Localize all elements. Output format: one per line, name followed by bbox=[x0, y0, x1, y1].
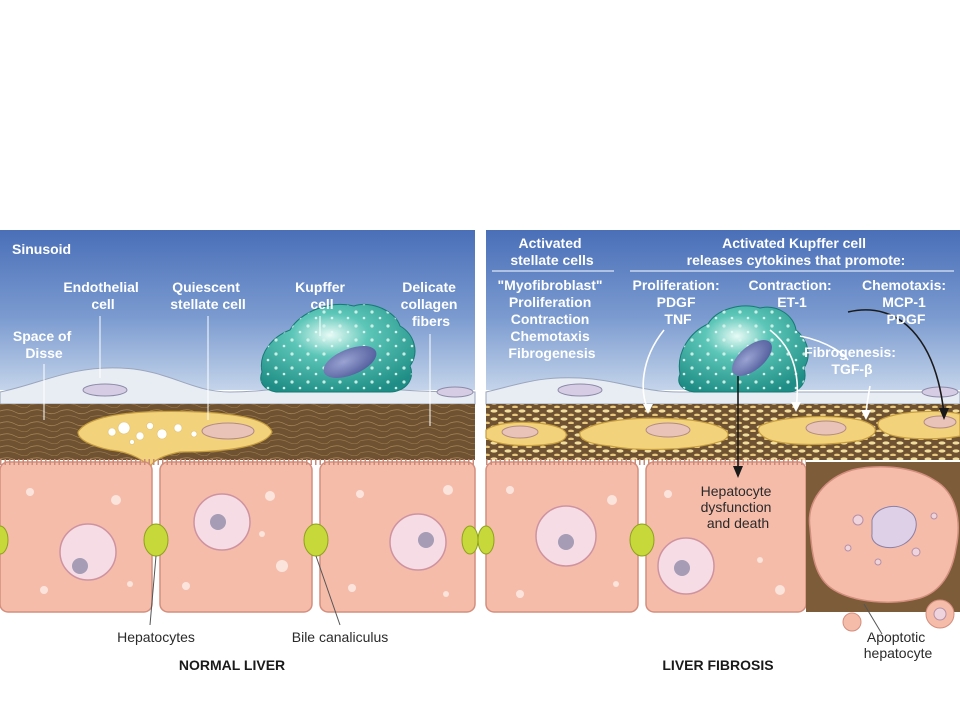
kupffer-nucleus bbox=[323, 346, 377, 378]
cytoplasm-granules bbox=[506, 486, 785, 598]
arrow-heads bbox=[643, 402, 949, 478]
label-hepatocyte-dysfunction: Hepatocyte dysfunction and death bbox=[701, 483, 776, 531]
leader-line bbox=[863, 603, 883, 635]
label-apoptotic-hepatocyte: Apoptotic hepatocyte bbox=[864, 629, 933, 661]
cytoplasm-granules bbox=[26, 485, 453, 597]
label-hepatocytes: Hepatocytes bbox=[117, 629, 195, 645]
kupffer-cell-texture bbox=[678, 305, 809, 392]
label-bile-canaliculus: Bile canaliculus bbox=[292, 629, 389, 645]
endothelial-lining bbox=[485, 377, 960, 405]
label-delicate-collagen: Delicate collagen fibers bbox=[401, 279, 462, 329]
normal-liver-panel: Sinusoid Endothelial cell Quiescent stel… bbox=[0, 230, 479, 673]
hepatocytes-row bbox=[0, 459, 479, 613]
label-chemotaxis: Chemotaxis: MCP-1 PDGF bbox=[862, 277, 950, 327]
nucleolus bbox=[72, 558, 88, 574]
hepatocyte-nucleus bbox=[389, 513, 447, 571]
hepatocyte-nucleus bbox=[59, 523, 117, 581]
label-contraction: Contraction: ET-1 bbox=[748, 277, 835, 310]
caption-normal-liver: NORMAL LIVER bbox=[179, 657, 285, 673]
quiescent-stellate-cell bbox=[77, 410, 273, 471]
label-sinusoid: Sinusoid bbox=[12, 241, 71, 257]
bile-canaliculus bbox=[477, 523, 655, 557]
kupffer-nucleus bbox=[732, 340, 772, 376]
kupffer-cell-texture bbox=[260, 304, 415, 392]
label-space-of-disse: Space of Disse bbox=[13, 328, 75, 361]
label-kupffer-cell: Kupffer cell bbox=[295, 279, 349, 312]
label-myofibroblast-list: "Myofibroblast" Proliferation Contractio… bbox=[498, 277, 607, 361]
endothelial-nucleus bbox=[82, 383, 128, 397]
endothelial-nucleus bbox=[557, 383, 603, 397]
bile-canaliculus bbox=[0, 523, 479, 557]
stellate-nucleus bbox=[201, 422, 255, 440]
label-fibrogenesis: Fibrogenesis: TGF-β bbox=[804, 344, 900, 377]
nucleolus bbox=[674, 560, 690, 576]
liver-fibrosis-panel: Activated stellate cells Activated Kupff… bbox=[477, 230, 960, 673]
label-endothelial-cell: Endothelial cell bbox=[63, 279, 142, 312]
apoptotic-bodies bbox=[842, 512, 955, 632]
endothelial-nucleus bbox=[436, 386, 474, 398]
caption-liver-fibrosis: LIVER FIBROSIS bbox=[662, 657, 773, 673]
nucleolus bbox=[210, 514, 226, 530]
lipid-droplets bbox=[107, 421, 198, 445]
label-quiescent-stellate: Quiescent stellate cell bbox=[170, 279, 246, 312]
label-proliferation: Proliferation: PDGF TNF bbox=[632, 277, 723, 327]
label-activated-kupffer: Activated Kupffer cell releases cytokine… bbox=[687, 235, 906, 268]
hepatocytes-row bbox=[477, 459, 960, 632]
fragmented-nucleus bbox=[871, 505, 917, 549]
leader-lines bbox=[43, 316, 431, 626]
nucleolus bbox=[418, 532, 434, 548]
nucleolus bbox=[558, 534, 574, 550]
myofibroblast-nuclei bbox=[501, 415, 957, 439]
label-activated-stellate: Activated stellate cells bbox=[510, 235, 593, 268]
